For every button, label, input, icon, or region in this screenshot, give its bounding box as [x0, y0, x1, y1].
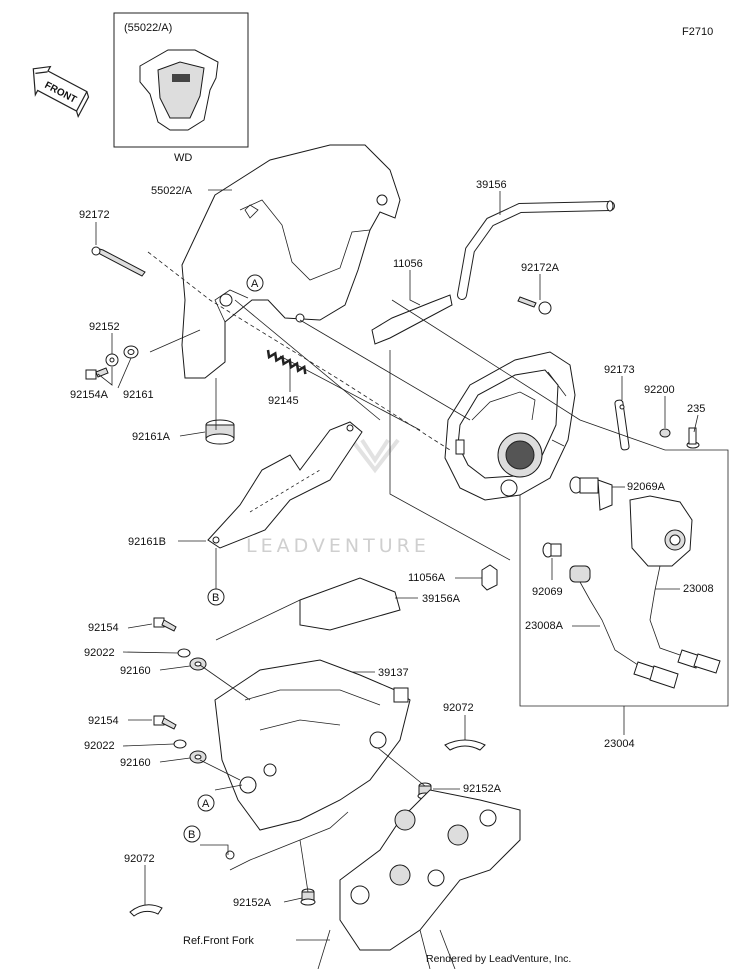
label-92022-lower: 92022 [84, 740, 115, 752]
label-39137: 39137 [378, 667, 409, 679]
label-92173: 92173 [604, 364, 635, 376]
front-fork [317, 789, 521, 969]
label-55022A: 55022/A [151, 185, 193, 197]
label-92072-left: 92072 [124, 853, 155, 865]
label-92022-upper: 92022 [84, 647, 115, 659]
label-92154-lower: 92154 [88, 715, 119, 727]
label-92160-lower: 92160 [120, 757, 151, 769]
label-235: 235 [687, 403, 705, 415]
label-92152A-left: 92152A [233, 897, 272, 909]
label-39156: 39156 [476, 179, 507, 191]
bulb-92069A [569, 476, 613, 511]
screw-92154-upper [153, 617, 177, 632]
socket-23008A [569, 565, 679, 689]
watermark: LEADVENTURE [246, 535, 430, 557]
band-92072-right [444, 739, 486, 751]
label-92160-upper: 92160 [120, 665, 151, 677]
label-92161B: 92161B [128, 536, 166, 548]
washer-92022-upper [177, 648, 191, 658]
label-39156A: 39156A [422, 593, 461, 605]
part-labels: 55022/A 92172 92152 92154A 92161 92145 9… [70, 179, 714, 947]
label-92161A: 92161A [132, 431, 171, 443]
footer-credit: Rendered by LeadVenture, Inc. [426, 953, 571, 965]
band-92072-left [129, 904, 163, 917]
callout-b-lower: B [183, 825, 201, 843]
decal-39156A [299, 577, 401, 631]
front-arrow-icon: FRONT [32, 65, 90, 119]
leader-lines [95, 189, 699, 941]
washer-92200 [659, 428, 671, 438]
label-11056: 11056 [393, 258, 423, 270]
label-92172: 92172 [79, 209, 110, 221]
bracket-92161B [207, 421, 363, 549]
screw-235 [686, 427, 700, 449]
label-92069A: 92069A [627, 481, 666, 493]
bracket-11056 [371, 294, 453, 345]
socket-cover-23008 [629, 495, 721, 674]
headlight-unit [444, 351, 576, 501]
collar-92161 [123, 345, 139, 359]
svg-text:A: A [202, 798, 210, 810]
spring-92145 [266, 349, 307, 375]
callout-b-upper: B [207, 588, 225, 606]
screw-92154A [85, 367, 109, 380]
label-92072-right: 92072 [443, 702, 474, 714]
assembly-bracket-23004 [519, 449, 729, 707]
label-23008A: 23008A [525, 620, 564, 632]
label-92152A-right: 92152A [463, 783, 502, 795]
label-92069: 92069 [532, 586, 563, 598]
screw-92154-lower [153, 715, 177, 730]
label-ref-front-fork: Ref.Front Fork [183, 935, 254, 947]
label-92154-upper: 92154 [88, 622, 119, 634]
label-92145: 92145 [268, 395, 299, 407]
label-92161: 92161 [123, 389, 154, 401]
label-92154A: 92154A [70, 389, 109, 401]
washer-92022-lower [173, 739, 187, 749]
inset-caption: WD [174, 152, 192, 164]
label-23008: 23008 [683, 583, 714, 595]
label-11056A: 11056A [408, 572, 446, 584]
bolt-92172 [91, 246, 146, 277]
bulb-92069 [542, 542, 562, 558]
svg-text:B: B [212, 592, 219, 604]
headlight-cover [181, 144, 401, 379]
label-92200: 92200 [644, 384, 675, 396]
clip-11056A [481, 564, 498, 591]
stay-92173 [614, 399, 630, 451]
bracket-39137 [214, 659, 411, 871]
grommet-92160-upper [189, 657, 207, 671]
grommet-92160-lower [189, 750, 207, 764]
svg-text:B: B [188, 829, 195, 841]
grommet-92161A [205, 419, 235, 445]
screw-92172A [517, 296, 552, 315]
label-92152: 92152 [89, 321, 120, 333]
pipe-39156 [457, 201, 615, 300]
callout-a-upper: A [246, 274, 264, 292]
label-92172A: 92172A [521, 262, 560, 274]
inset-code: (55022/A) [124, 22, 172, 34]
diagram-code: F2710 [682, 26, 713, 38]
callout-a-lower: A [197, 794, 215, 812]
label-23004: 23004 [604, 738, 635, 750]
svg-text:A: A [251, 278, 259, 290]
watermark-logo-icon [350, 438, 400, 474]
inset-box: (55022/A) WD [113, 12, 249, 164]
